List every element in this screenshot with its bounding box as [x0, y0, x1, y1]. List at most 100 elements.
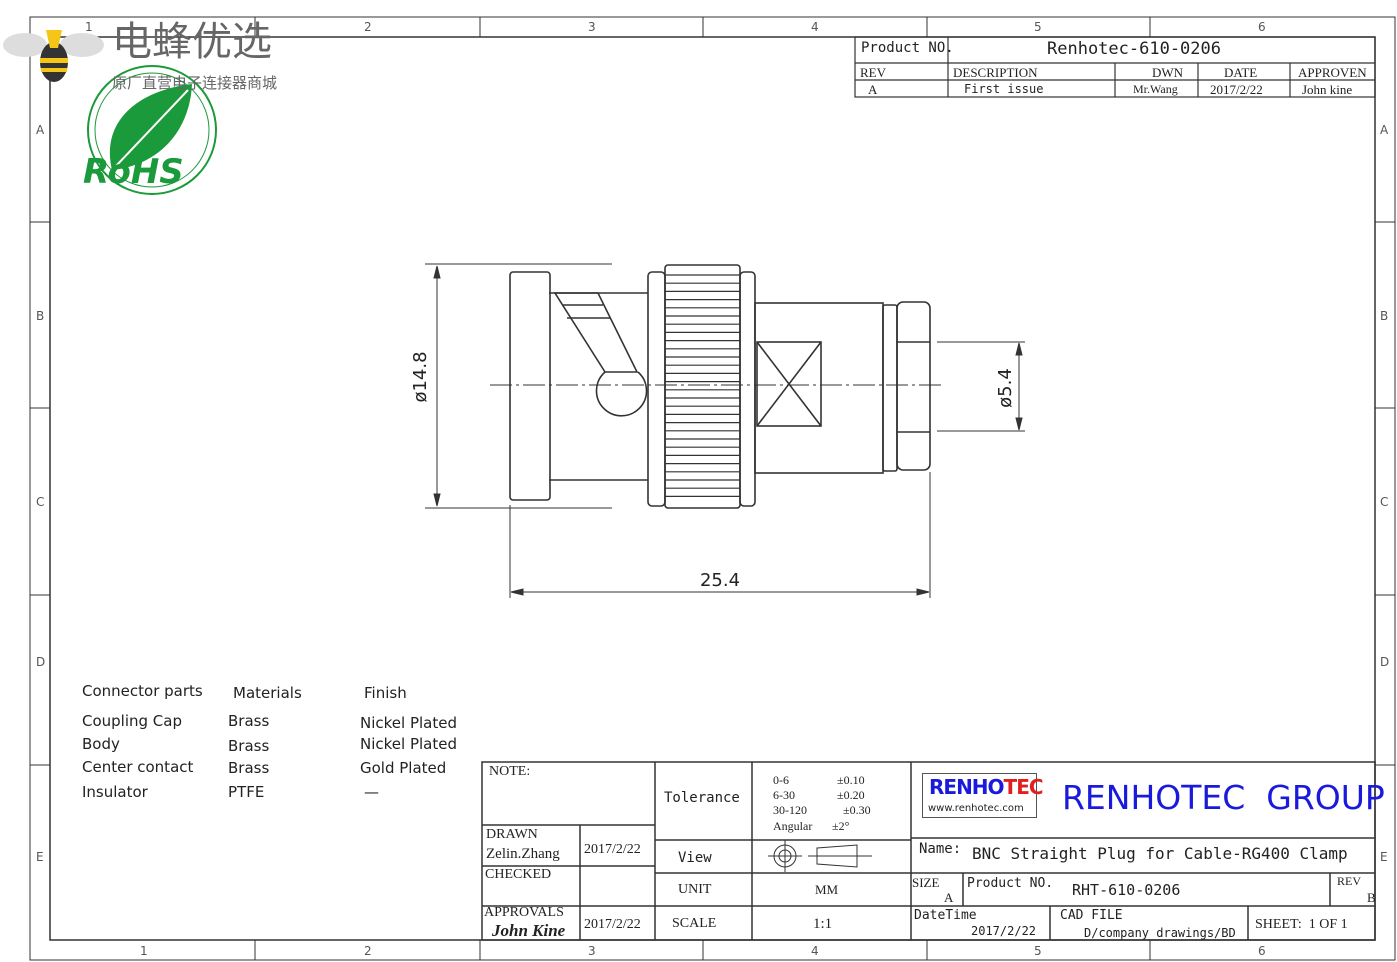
rev-cell: John kine — [1302, 82, 1353, 97]
rohs-logo — [87, 65, 217, 195]
tolerance-range: Angular — [773, 819, 813, 833]
logo-blue-part: RENHO — [929, 775, 1005, 799]
bee-logo-icon — [3, 30, 104, 82]
bnc-plug-side-view — [509, 264, 931, 509]
approvals-date: 2017/2/22 — [584, 917, 641, 932]
cad-file-label: CAD FILE — [1060, 908, 1123, 923]
size-value: A — [944, 890, 954, 905]
title-block-grid — [481, 761, 1376, 941]
product-no-label: Product NO. — [967, 876, 1054, 891]
rev-cell: A — [868, 82, 878, 97]
projection-view-icon — [768, 840, 872, 872]
zone-col-label: 5 — [1034, 944, 1042, 958]
dimension-length: 25.4 — [700, 570, 740, 591]
dimension-lines — [425, 263, 1025, 598]
parts-cell: Gold Plated — [360, 759, 447, 777]
tolerance-value: ±0.10 — [837, 773, 865, 787]
zone-row-label: B — [1380, 309, 1389, 323]
rev-cell: 2017/2/22 — [1210, 82, 1263, 97]
drawn-date: 2017/2/22 — [584, 842, 641, 857]
tolerance-range: 6-30 — [773, 788, 795, 802]
parts-header: Finish — [364, 684, 407, 702]
zone-col-label: 4 — [811, 20, 819, 34]
zone-row-label: D — [1380, 655, 1390, 669]
company-name: RENHOTEC GROUP — [1062, 778, 1385, 817]
datetime-label: DateTime — [914, 908, 977, 923]
renhotec-logo: RENHOTEC www.renhotec.com — [922, 773, 1044, 818]
zone-col-label: 5 — [1034, 20, 1042, 34]
view-label: View — [678, 850, 712, 866]
rev-header: REV — [860, 65, 886, 80]
note-label: NOTE: — [489, 764, 531, 779]
rev-product-no-label: Product NO. — [861, 40, 954, 56]
tolerance-range: 0-6 — [773, 773, 789, 787]
zone-row-label: A — [1380, 123, 1389, 137]
drawn-by: Zelin.Zhang — [486, 846, 560, 862]
dimension-diameter-body: ø14.8 — [410, 351, 431, 402]
revision-table-grid — [854, 36, 1376, 98]
zone-col-label: 3 — [588, 944, 596, 958]
datetime-value: 2017/2/22 — [971, 924, 1037, 938]
parts-header: Connector parts — [82, 682, 203, 700]
name-label: Name: — [919, 841, 962, 857]
rev-product-no: Renhotec-610-0206 — [1047, 39, 1221, 59]
zone-row-label: C — [1380, 495, 1389, 509]
zone-row-label: B — [36, 309, 45, 323]
rev-header: DESCRIPTION — [953, 65, 1038, 80]
parts-cell: — — [364, 783, 379, 801]
zone-col-label: 1 — [85, 20, 93, 34]
parts-cell: Insulator — [82, 783, 148, 801]
scale-label: SCALE — [672, 916, 717, 931]
zone-col-label: 2 — [364, 20, 372, 34]
tolerance-value: ±0.20 — [837, 788, 865, 802]
zone-ticks — [30, 17, 1395, 960]
zone-row-label: E — [1380, 850, 1388, 864]
parts-cell: Nickel Plated — [360, 714, 457, 732]
approvals-label: APPROVALS — [484, 905, 564, 920]
drawn-label: DRAWN — [486, 827, 538, 842]
zone-row-label: A — [36, 123, 45, 137]
parts-cell: Center contact — [82, 758, 194, 776]
tolerance-value: ±2° — [832, 819, 850, 833]
zone-row-label: E — [36, 850, 44, 864]
dimension-diameter-cable: ø5.4 — [995, 368, 1016, 408]
rev-label: REV — [1337, 874, 1361, 888]
zone-row-label: D — [36, 655, 46, 669]
sheet-number: SHEET: 1 OF 1 — [1255, 917, 1348, 932]
unit-value: MM — [815, 882, 839, 897]
rev-cell: Mr.Wang — [1133, 82, 1178, 96]
checked-label: CHECKED — [485, 867, 552, 882]
knurl-lines — [665, 274, 740, 497]
tolerance-range: 30-120 — [773, 803, 807, 817]
zone-col-label: 2 — [364, 944, 372, 958]
parts-cell: Brass — [228, 759, 270, 777]
size-label: SIZE — [912, 875, 940, 890]
parts-header: Materials — [233, 684, 302, 702]
cad-file-path: D/company drawings/BD — [1084, 926, 1236, 940]
logo-red-part: TEC — [1003, 775, 1044, 799]
parts-cell: Brass — [228, 712, 270, 730]
product-name: BNC Straight Plug for Cable-RG400 Clamp — [972, 844, 1348, 863]
zone-col-label: 6 — [1258, 944, 1266, 958]
rev-header: DWN — [1152, 65, 1184, 80]
logo-url: www.renhotec.com — [928, 803, 1024, 814]
rohs-text: RoHS — [83, 152, 184, 192]
rev-cell: First issue — [964, 82, 1044, 96]
zone-col-label: 1 — [140, 944, 148, 958]
zone-col-label: 6 — [1258, 20, 1266, 34]
approvals-signature: John Kine — [492, 921, 566, 940]
zone-col-label: 4 — [811, 944, 819, 958]
parts-cell: Coupling Cap — [82, 712, 182, 730]
zone-row-label: C — [36, 495, 45, 509]
outer-border — [29, 16, 1396, 961]
brand-tagline: 原厂直营电子连接器商城 — [112, 74, 278, 92]
scale-value: 1:1 — [813, 916, 833, 932]
renhotec-logo-text: RENHOTEC — [929, 775, 1044, 799]
parts-cell: Body — [82, 735, 120, 753]
parts-cell: Nickel Plated — [360, 735, 457, 753]
product-no-value: RHT-610-0206 — [1072, 881, 1181, 899]
rev-value: B — [1367, 890, 1376, 905]
parts-cell: Brass — [228, 737, 270, 755]
